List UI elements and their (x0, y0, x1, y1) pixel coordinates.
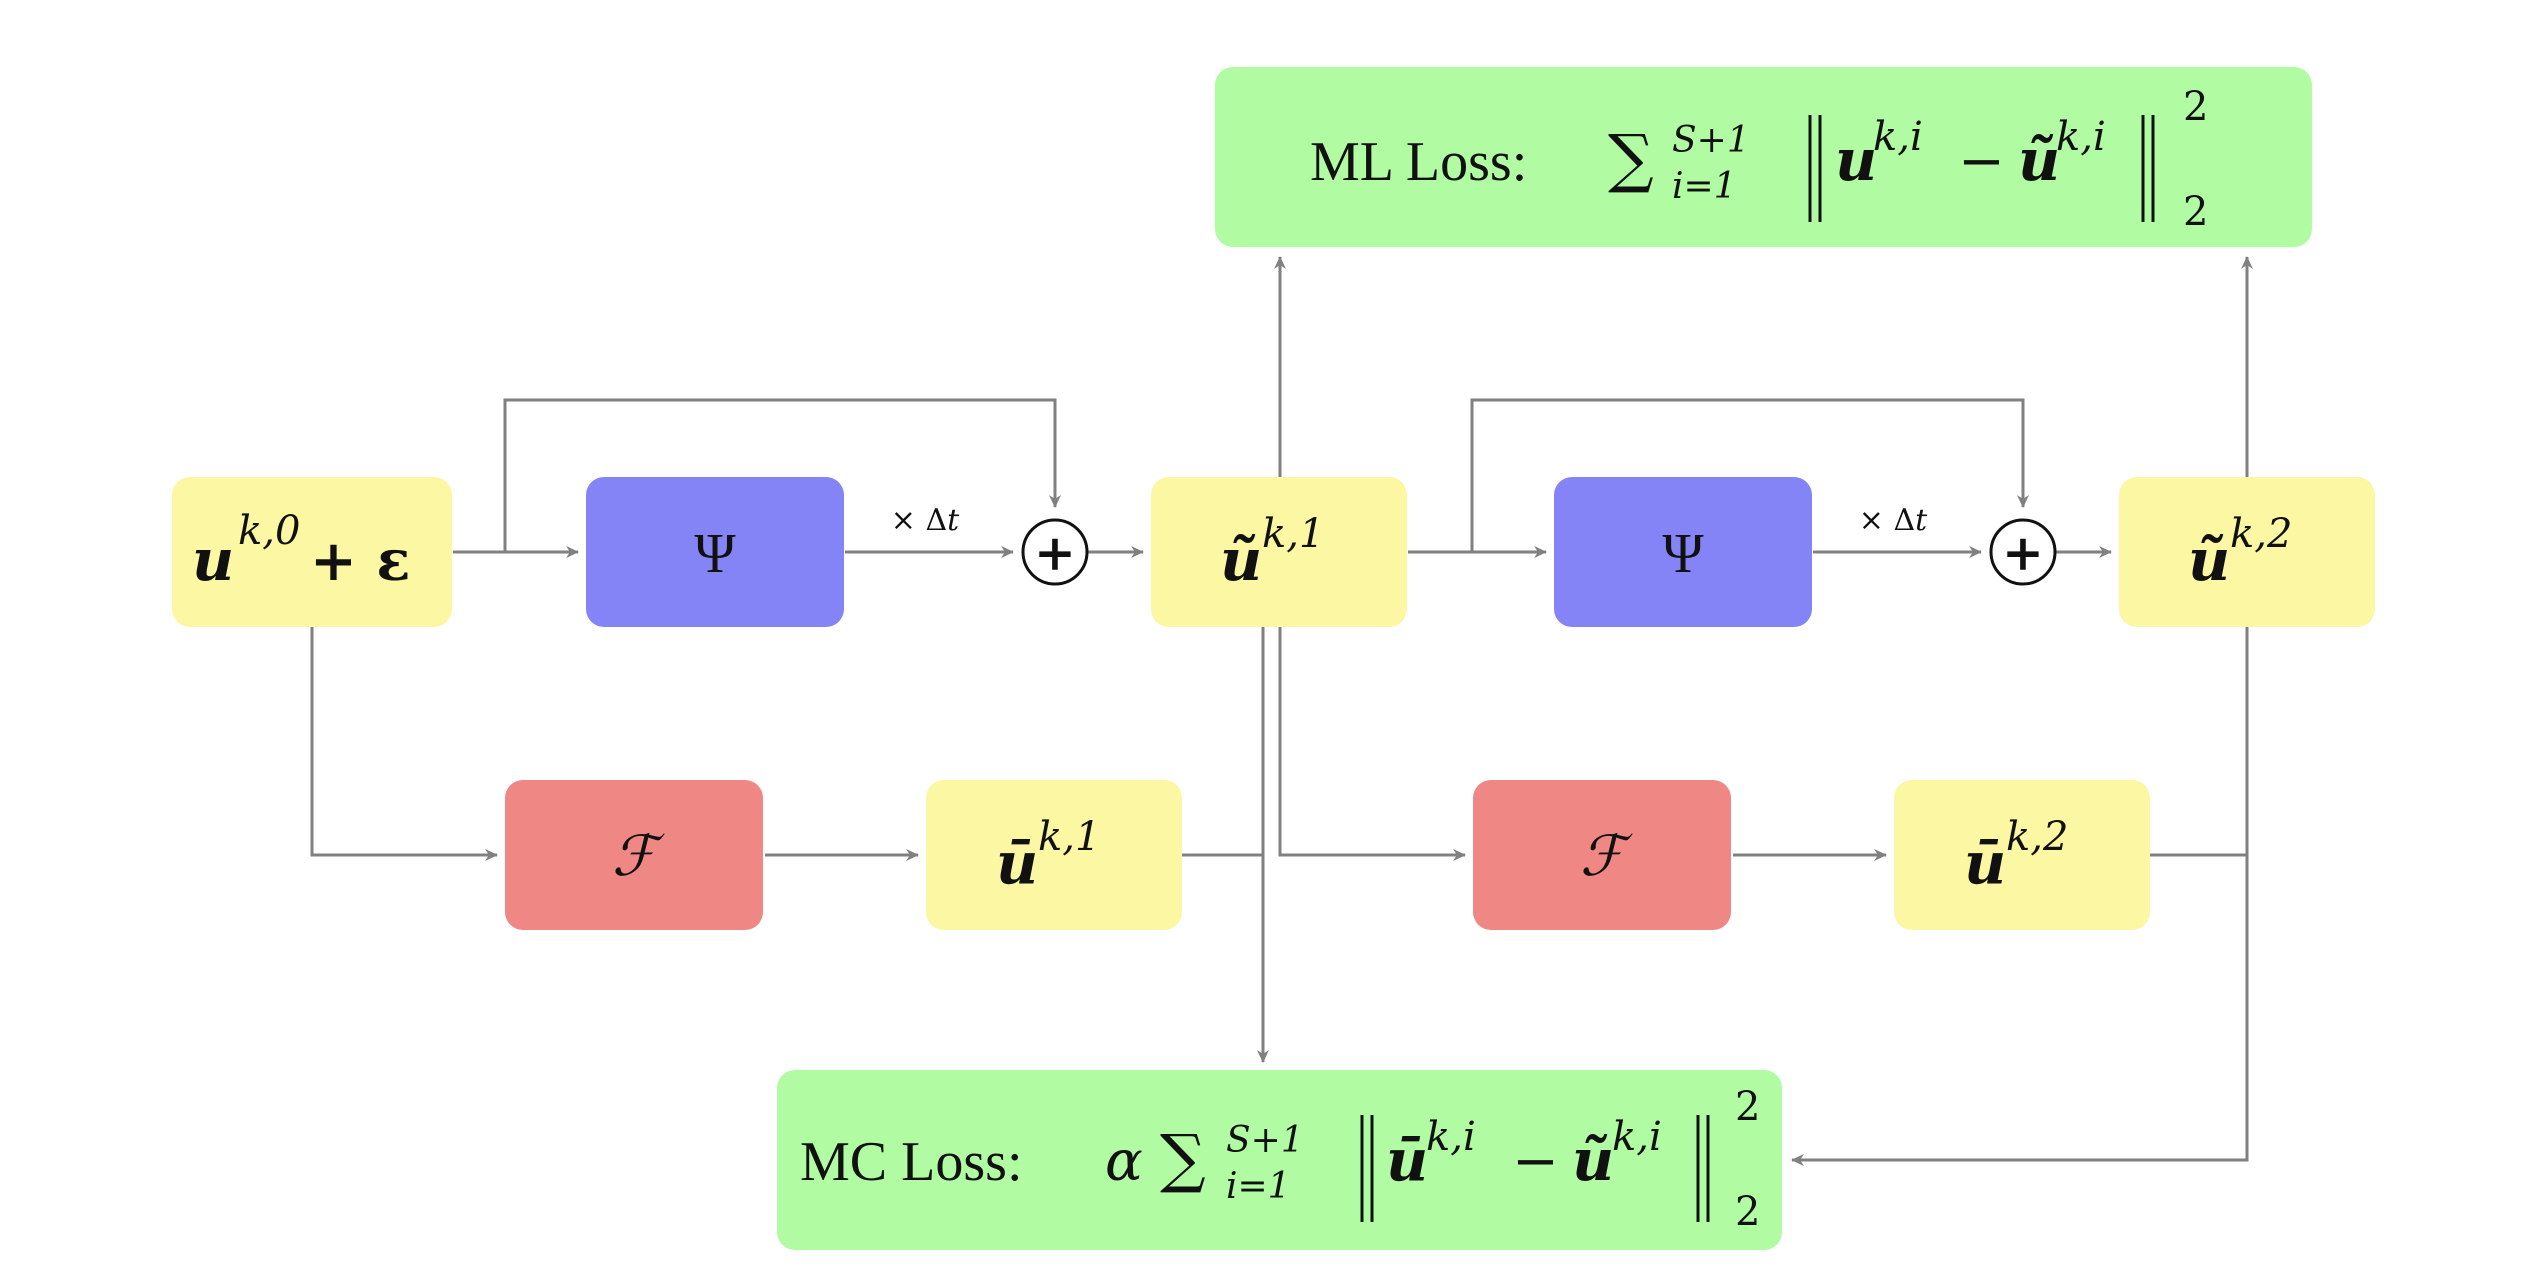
mc-loss-term-b: ũ (1572, 1126, 1614, 1194)
pred-state-1-base: ũ (1220, 526, 1262, 594)
solver-state-2-box (1894, 780, 2150, 930)
solver-state-2-base: ū (1964, 829, 2006, 897)
pred-state-2-base: ũ (2188, 526, 2230, 594)
sum-symbol-2: + (2002, 523, 2044, 582)
sum-circle-2 (1989, 518, 2057, 586)
mc-loss-sum-lower: i=1 (1226, 1166, 1291, 1207)
sum-node-2: + (1989, 518, 2057, 586)
input-state-node: u k,0 + ε (172, 477, 452, 627)
mc-loss-minus: − (1512, 1129, 1559, 1194)
solver-2-node: ℱ (1473, 780, 1731, 930)
solver-state-1-sup: k,1 (1038, 814, 1100, 860)
mc-loss-weight: α (1105, 1129, 1143, 1194)
pred-state-1-sup: k,1 (1262, 511, 1324, 557)
pred-state-2-box (2119, 477, 2375, 627)
ml-loss-minus: − (1958, 129, 2005, 194)
ml-loss-sum-lower: i=1 (1672, 166, 1737, 207)
ml-loss-label: ML Loss: (1310, 131, 1527, 193)
dt-label-2: × Δ𝑡 (1859, 503, 1928, 538)
solver-state-2-node: ū k,2 (1894, 780, 2150, 930)
network-2-node: Ψ (1554, 477, 1812, 627)
input-state-tail: + ε (310, 528, 410, 594)
network-2-label: Ψ (1662, 523, 1704, 585)
pred-state-2-node: ũ k,2 (2119, 477, 2375, 627)
mc-loss-box (777, 1070, 1782, 1250)
mc-loss-term-a-sup: k,i (1426, 1114, 1476, 1160)
mc-loss-term-a: ū (1386, 1126, 1428, 1194)
input-state-base: u (192, 526, 234, 594)
solver-state-1-box (926, 780, 1182, 930)
connectors (310, 256, 2253, 1166)
sum-node-1: + (1021, 518, 1089, 586)
ml-loss-term-a-sup: k,i (1873, 114, 1923, 160)
mc-loss-sum-upper: S+1 (1226, 1120, 1304, 1161)
edge-input-to-solver-1 (310, 627, 498, 861)
mc-loss-node: MC Loss: α ∑ S+1 i=1 ū k,i − ũ k,i 2 2 (777, 1070, 1782, 1250)
edge-pred-state-1-to-solver-2 (1278, 627, 1466, 861)
solver-1-box (505, 780, 763, 930)
ml-loss-term-b: ũ (2018, 126, 2060, 194)
solver-state-1-node: ū k,1 (926, 780, 1182, 930)
ml-loss-box (1215, 67, 2312, 247)
input-state-box (172, 477, 452, 627)
mc-loss-label: MC Loss: (800, 1131, 1023, 1193)
dt-label-1: × Δ𝑡 (891, 503, 960, 538)
input-state-sup: k,0 (238, 508, 300, 554)
edge-skip-input-to-sum-1 (503, 398, 1061, 552)
edge-skip-to-sum-2 (1470, 398, 2029, 552)
network-1-box (586, 477, 844, 627)
sum-circle-1 (1021, 518, 1089, 586)
solver-2-box (1473, 780, 1731, 930)
ml-loss-term-a: u (1835, 126, 1877, 194)
pred-state-1-node: ũ k,1 (1151, 477, 1407, 627)
solver-1-node: ℱ (505, 780, 763, 930)
ml-loss-node: ML Loss: ∑ S+1 i=1 u k,i − ũ k,i 2 2 (1215, 67, 2312, 247)
solver-state-1-base: ū (996, 829, 1038, 897)
network-1-label: Ψ (694, 523, 736, 585)
pred-state-1-box (1151, 477, 1407, 627)
mc-loss-term-b-sup: k,i (1612, 1114, 1662, 1160)
ml-loss-norm-sub: 2 (2183, 189, 2208, 235)
sum-symbol-1: + (1034, 523, 1076, 582)
edge-pred-state-2-to-mc-loss (1791, 627, 2249, 1166)
ml-loss-sum-upper: S+1 (1672, 120, 1750, 161)
ml-loss-norm-sup: 2 (2183, 84, 2208, 130)
pred-state-2-sup: k,2 (2230, 511, 2292, 557)
network-2-box (1554, 477, 1812, 627)
mc-loss-norm-sub: 2 (1735, 1189, 1760, 1235)
solver-state-2-sup: k,2 (2006, 814, 2068, 860)
ml-loss-sum-sign: ∑ (1608, 122, 1654, 196)
mc-loss-norm-sup: 2 (1735, 1084, 1760, 1130)
network-1-node: Ψ (586, 477, 844, 627)
ml-loss-term-b-sup: k,i (2056, 114, 2106, 160)
mc-loss-sum-sign: ∑ (1160, 1122, 1206, 1196)
